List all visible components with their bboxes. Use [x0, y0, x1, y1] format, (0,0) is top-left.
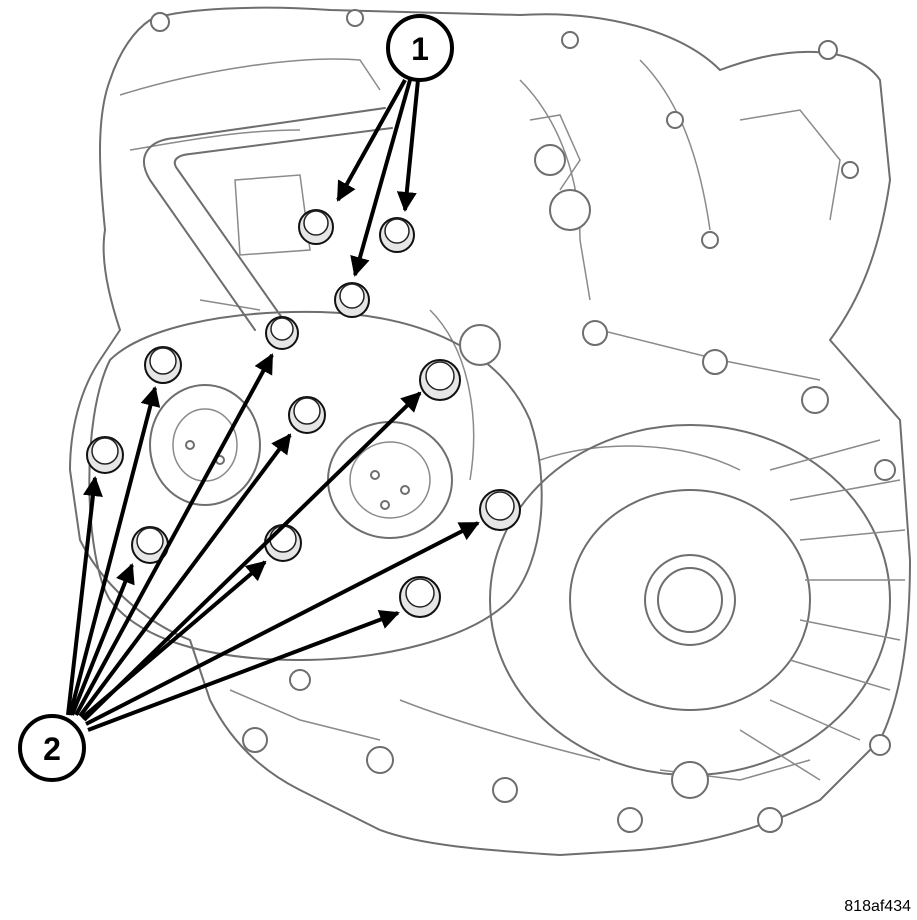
bolt	[479, 489, 521, 531]
callout-1-label: 1	[411, 31, 429, 67]
bolt	[298, 209, 334, 245]
callout-2-arrows	[66, 353, 480, 732]
callout-1-arrows	[336, 79, 420, 277]
callout-2: 2	[18, 714, 86, 782]
figure-id: 818af434	[844, 898, 911, 915]
bolt	[288, 396, 326, 434]
bolt	[86, 436, 124, 474]
bolt	[264, 524, 302, 562]
mounting-holes	[150, 9, 896, 833]
cooler-tube	[143, 107, 393, 331]
bolt	[399, 576, 441, 618]
bolt	[334, 282, 370, 318]
output-flange	[489, 424, 906, 781]
callout-1: 1	[386, 14, 454, 82]
bolt	[379, 217, 415, 253]
callout-2-label: 2	[43, 731, 61, 767]
bolt	[144, 346, 182, 384]
bolt-group-1	[298, 209, 415, 318]
bolt	[265, 316, 299, 350]
bolt	[419, 359, 461, 401]
